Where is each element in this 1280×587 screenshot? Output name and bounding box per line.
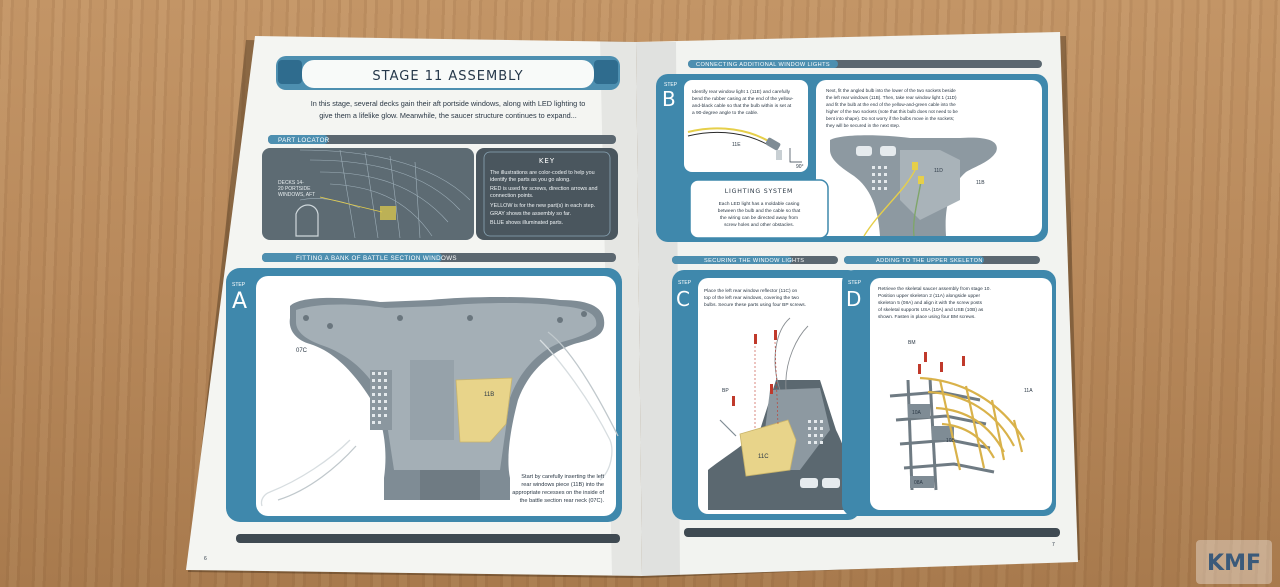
title-banner: STAGE 11 ASSEMBLY [276, 56, 620, 90]
step-b-left-text-2: bend the rubber casing at the end of the… [692, 96, 794, 102]
lighting-system-box: LIGHTING SYSTEM Each LED light has a mol… [690, 180, 828, 238]
step-c-letter: C [676, 287, 690, 311]
lighting-line-4: screw holes and other obstacles. [724, 222, 794, 228]
step-b-right-text-5: bent into shape). Do not worry if the bu… [826, 116, 954, 121]
step-d-text-2: Position upper skeleton 2 (11A) alongsid… [878, 293, 980, 299]
step-c-word: STEP [678, 280, 692, 286]
step-a-section-header: FITTING A BANK OF BATTLE SECTION WINDOWS [262, 253, 616, 262]
part-label-08a: 08A [914, 480, 924, 486]
step-c-panel: STEP C Place the left rear window reflec… [672, 270, 860, 520]
key-line-1: The illustrations are color-coded to hel… [490, 170, 595, 176]
right-page-number: 7 [1052, 542, 1055, 548]
step-c-text-3: bulbs. Secure these parts using four BP … [704, 302, 806, 308]
step-b-letter: B [662, 87, 676, 111]
step-d-text-4: of skeletal supports USA (10A) and USB (… [878, 307, 984, 313]
key-line-5: YELLOW is for the new part(s) in each st… [490, 203, 595, 209]
key-line-7: BLUE shows illuminated parts. [490, 220, 563, 226]
right-footer-band [684, 528, 1060, 537]
step-b-part-label-11b: 11B [976, 180, 985, 186]
step-a-section-label: FITTING A BANK OF BATTLE SECTION WINDOWS [296, 255, 457, 262]
key-line-2: identify the parts as you go along. [490, 177, 571, 183]
key-panel: KEY The illustrations are color-coded to… [476, 148, 618, 240]
step-a-badge: STEP A [232, 282, 247, 314]
step-d-text-1: Retrieve the skeletal saucer assembly fr… [878, 286, 991, 292]
intro-text-line1: In this stage, several decks gain their … [311, 99, 586, 108]
intro-text-line2: give them a lifelike glow. Meanwhile, th… [319, 111, 577, 120]
step-b-part-label-11d: 11D [934, 168, 943, 174]
part-locator-label: PART LOCATOR [278, 137, 330, 144]
lighting-system-title: LIGHTING SYSTEM [725, 188, 793, 195]
angle-label: 90° [796, 164, 804, 170]
step-b-right-text-3: and fit the bulb at the end of the yello… [826, 102, 956, 107]
part-label-07c: 07C [296, 348, 308, 354]
left-page-number: 6 [204, 556, 207, 562]
step-b-right-text-6: they will be secured in the next step. [826, 123, 900, 128]
screw-label-bp: BP [722, 388, 729, 394]
lighting-line-2: between the bulb and the cable so that [718, 208, 801, 214]
key-line-4: connection points. [490, 193, 533, 199]
part-locator-header: PART LOCATOR [268, 135, 616, 144]
step-c-text-2: top of the left rear windows, covering t… [704, 295, 799, 301]
step-d-text-3: skeleton 5 (08A) and align it with the s… [878, 300, 983, 306]
key-line-6: GRAY shows the assembly so far. [490, 211, 571, 217]
watermark-letters: KMF [1207, 551, 1261, 576]
step-d-section-label: ADDING TO THE UPPER SKELETON [876, 258, 983, 264]
step-b-section-header: CONNECTING ADDITIONAL WINDOW LIGHTS [688, 60, 1042, 68]
step-b-right-text-4: higher of the two sockets (note that thi… [826, 109, 958, 114]
step-d-section-header: ADDING TO THE UPPER SKELETON [844, 256, 1040, 264]
kmf-watermark-logo: KMF [1196, 540, 1272, 584]
part-label-11b: 11B [484, 392, 494, 398]
left-footer-band [236, 534, 620, 543]
step-d-panel: STEP D Retrieve the skeletal saucer asse… [842, 270, 1056, 516]
part-locator-panel: DECKS 14- 20 PORTSIDE WINDOWS, AFT [262, 148, 474, 240]
step-b-left-text-3: and-black cable so that the bulb within … [692, 103, 792, 109]
right-page: CONNECTING ADDITIONAL WINDOW LIGHTS STEP… [636, 32, 1078, 576]
step-c-text-1: Place the left rear window reflector (11… [704, 288, 798, 294]
key-line-3: RED is used for screws, direction arrows… [490, 186, 598, 192]
part-label-10a: 10A [912, 410, 922, 416]
step-b-left-text-4: a 90-degree angle to the cable. [692, 110, 758, 116]
lighting-line-1: Each LED light has a moldable casing [719, 201, 800, 207]
step-b-right-text-2: the left rear windows (11B). Then, take … [826, 95, 957, 100]
step-d-word: STEP [848, 280, 862, 286]
step-c-section-header: SECURING THE WINDOW LIGHTS [672, 256, 838, 264]
key-title: KEY [539, 157, 555, 165]
part-label-11c: 11C [758, 454, 769, 460]
part-label-11e: 11E [732, 142, 741, 148]
left-page: STAGE 11 ASSEMBLY In this stage, several… [186, 36, 642, 576]
step-a-caption-1: Start by carefully inserting the left [521, 474, 604, 480]
step-a-word: STEP [232, 282, 246, 288]
step-a-caption-2: rear windows piece (11B) into the [521, 482, 604, 488]
step-b-right-text-1: Next, fit the angled bulb into the lower… [826, 88, 956, 93]
part-label-10b: 10B [946, 438, 956, 444]
step-a-panel: STEP A [226, 268, 622, 522]
step-a-caption-4: the battle section rear neck (07C). [520, 498, 605, 504]
step-b-left-text-1: Identify rear window light 1 (11E) and c… [692, 89, 791, 95]
screw-label-bm: BM [908, 340, 916, 346]
deck-label-line3: WINDOWS, AFT [278, 192, 315, 198]
step-d-letter: D [846, 287, 861, 311]
step-a-letter: A [232, 289, 247, 314]
part-label-11a: 11A [1024, 388, 1033, 394]
step-c-section-label: SECURING THE WINDOW LIGHTS [704, 258, 804, 264]
step-b-section-label: CONNECTING ADDITIONAL WINDOW LIGHTS [696, 62, 830, 68]
step-a-caption-3: appropriate recesses on the inside of [512, 490, 604, 496]
lighting-line-3: the wiring can be directed away from [720, 215, 798, 221]
step-d-text-5: shown. Fasten in place using four BM scr… [878, 314, 976, 320]
page-title: STAGE 11 ASSEMBLY [372, 69, 523, 84]
